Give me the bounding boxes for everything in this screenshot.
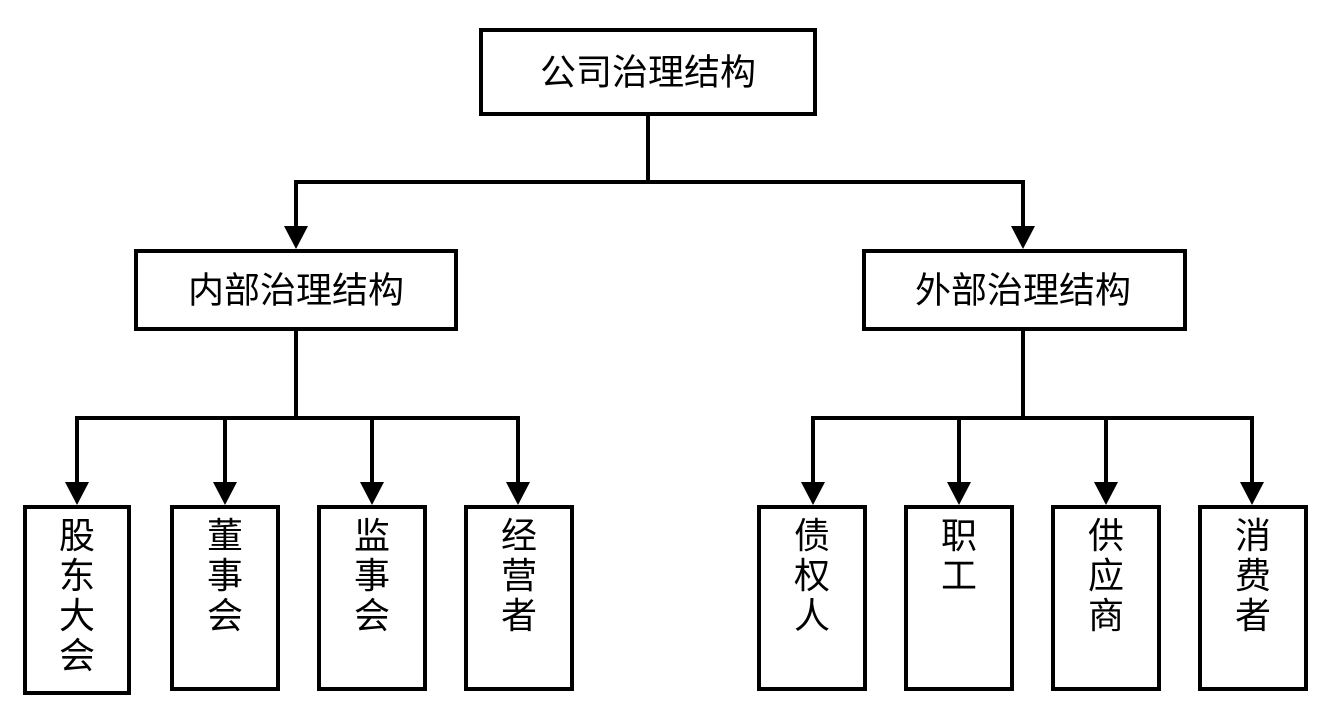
node-external-child-3-box [1051, 505, 1161, 691]
node-external-child-2: 职工 [904, 505, 1014, 691]
node-internal-child-1: 股东大会 [23, 505, 131, 695]
node-internal-label: 内部治理结构 [188, 271, 404, 312]
node-internal-child-3-label: 监事会 [354, 516, 390, 637]
node-external-box [862, 249, 1187, 331]
node-internal-child-1-label: 股东大会 [59, 516, 95, 677]
arrow-internal-child-3 [360, 482, 384, 505]
arrow-external-child-4 [1240, 482, 1264, 505]
arrow-internal-child-2 [213, 482, 237, 505]
node-external-child-3: 供应商 [1051, 505, 1161, 691]
node-external-child-4-label: 消费者 [1235, 516, 1271, 637]
node-internal-child-4-label: 经营者 [501, 516, 537, 637]
node-external-child-1-box [757, 505, 867, 691]
node-internal: 内部治理结构 [134, 249, 458, 331]
connectors [65, 114, 1264, 505]
node-external: 外部治理结构 [862, 249, 1187, 331]
node-internal-child-2-label: 董事会 [207, 516, 243, 637]
node-external-child-2-box [904, 505, 1014, 691]
node-internal-child-3: 监事会 [317, 505, 427, 691]
arrow-external-child-1 [801, 482, 825, 505]
arrow-internal-child-1 [65, 482, 89, 505]
arrow-to-internal [284, 226, 308, 249]
node-internal-child-2: 董事会 [170, 505, 280, 691]
node-internal-child-1-box [23, 505, 131, 695]
node-internal-child-3-box [317, 505, 427, 691]
node-external-child-1: 债权人 [757, 505, 867, 691]
arrow-external-child-2 [947, 482, 971, 505]
node-external-label: 外部治理结构 [915, 271, 1131, 312]
node-external-child-3-label: 供应商 [1088, 516, 1124, 637]
node-root-label: 公司治理结构 [540, 53, 756, 94]
node-internal-child-4-box [464, 505, 574, 691]
arrow-internal-child-4 [506, 482, 530, 505]
arrow-to-external [1011, 226, 1035, 249]
node-internal-child-2-box [170, 505, 280, 691]
arrow-external-child-3 [1094, 482, 1118, 505]
node-external-child-1-label: 债权人 [794, 516, 830, 637]
node-external-child-2-label: 职工 [941, 516, 977, 597]
node-internal-box [134, 249, 458, 331]
node-root-box [479, 28, 817, 116]
node-root: 公司治理结构 [479, 28, 817, 116]
node-internal-child-4: 经营者 [464, 505, 574, 691]
node-external-child-4: 消费者 [1198, 505, 1308, 691]
node-external-child-4-box [1198, 505, 1308, 691]
